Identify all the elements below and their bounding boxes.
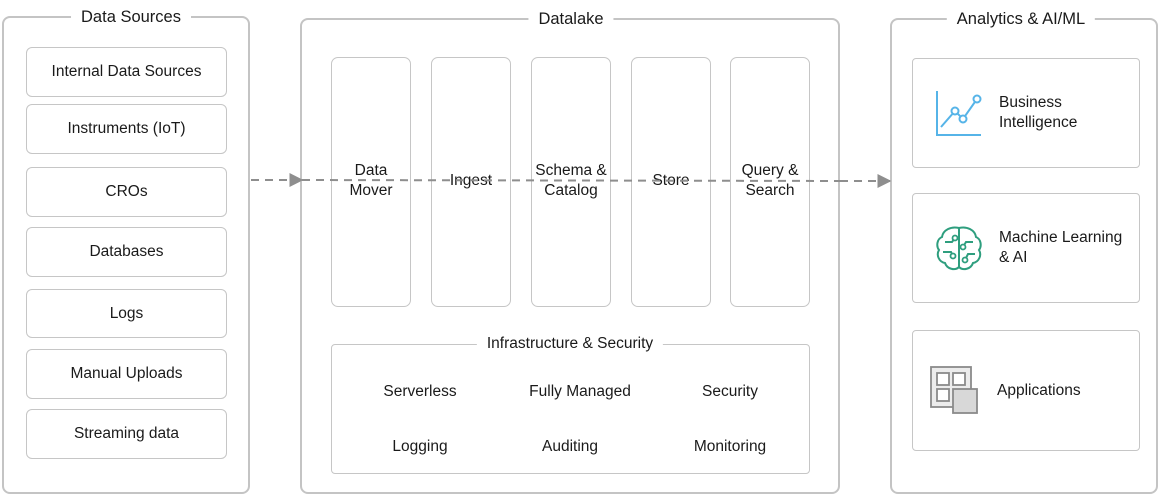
infrastructure-security-panel: Infrastructure & Security xyxy=(331,334,810,474)
source-streaming-data: Streaming data xyxy=(26,409,227,459)
source-manual-uploads: Manual Uploads xyxy=(26,349,227,399)
card-machine-learning-ai: Machine Learning & AI xyxy=(912,193,1140,303)
column-schema-catalog: Schema & Catalog xyxy=(531,57,611,307)
card-machine-learning-ai-label: Machine Learning & AI xyxy=(999,229,1123,266)
column-store: Store xyxy=(631,57,711,307)
column-data-mover: Data Mover xyxy=(331,57,411,307)
card-applications: Applications xyxy=(912,330,1140,451)
column-query-search-label: Query & Search xyxy=(741,162,799,199)
datalake-panel: Datalake xyxy=(300,9,840,494)
column-query-search: Query & Search xyxy=(730,57,810,307)
source-internal-data: Internal Data Sources xyxy=(26,47,227,97)
source-instruments-iot: Instruments (IoT) xyxy=(26,104,227,154)
column-schema-catalog-label: Schema & Catalog xyxy=(535,162,607,199)
infra-fully-managed: Fully Managed xyxy=(529,383,631,400)
brain-circuit-icon xyxy=(936,226,982,271)
app-grid-icon xyxy=(930,366,978,414)
infra-monitoring: Monitoring xyxy=(693,438,767,455)
bi-chart-icon xyxy=(936,91,982,136)
infra-serverless: Serverless xyxy=(383,383,457,400)
analytics-panel: Analytics & AI/ML Business Intelligence … xyxy=(890,9,1158,494)
column-ingest: Ingest xyxy=(431,57,511,307)
data-sources-title: Data Sources xyxy=(71,7,191,27)
data-sources-panel: Data Sources xyxy=(2,7,250,494)
analytics-title: Analytics & AI/ML xyxy=(946,9,1096,29)
column-ingest-label: Ingest xyxy=(449,172,493,189)
column-store-label: Store xyxy=(652,172,690,189)
datalake-title: Datalake xyxy=(528,9,614,29)
infra-logging: Logging xyxy=(392,438,448,455)
source-cros: CROs xyxy=(26,167,227,217)
card-applications-label: Applications xyxy=(997,381,1081,399)
card-business-intelligence: Business Intelligence xyxy=(912,58,1140,168)
infra-auditing: Auditing xyxy=(541,438,598,455)
infra-security: Security xyxy=(702,383,758,400)
card-business-intelligence-label: Business Intelligence xyxy=(999,94,1078,131)
infrastructure-security-title: Infrastructure & Security xyxy=(476,334,664,354)
source-logs: Logs xyxy=(26,289,227,338)
source-databases: Databases xyxy=(26,227,227,277)
column-data-mover-label: Data Mover xyxy=(349,162,393,199)
